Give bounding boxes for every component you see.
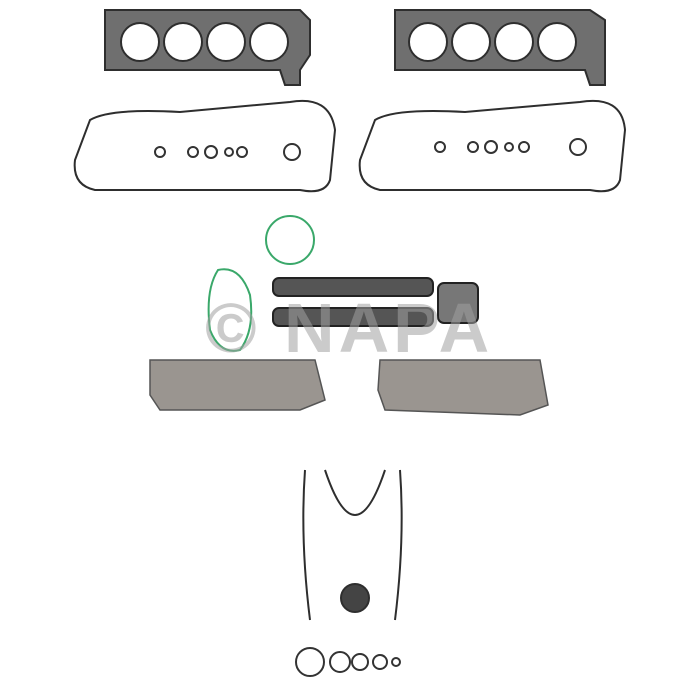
valve-cover-gasket-right: [358, 99, 627, 193]
intake-gaskets: [272, 277, 479, 327]
timing-cover-gasket: [302, 469, 403, 621]
green-o-rings: [207, 215, 315, 352]
seal-rings: [154, 138, 587, 161]
head-gasket-right: [394, 9, 606, 86]
napa-watermark: © NAPA: [205, 289, 494, 367]
valve-cover-gasket-left: [73, 99, 337, 193]
small-o-rings: [295, 647, 401, 677]
exhaust-heat-shields: [149, 359, 549, 416]
head-gasket-left: [104, 9, 311, 86]
